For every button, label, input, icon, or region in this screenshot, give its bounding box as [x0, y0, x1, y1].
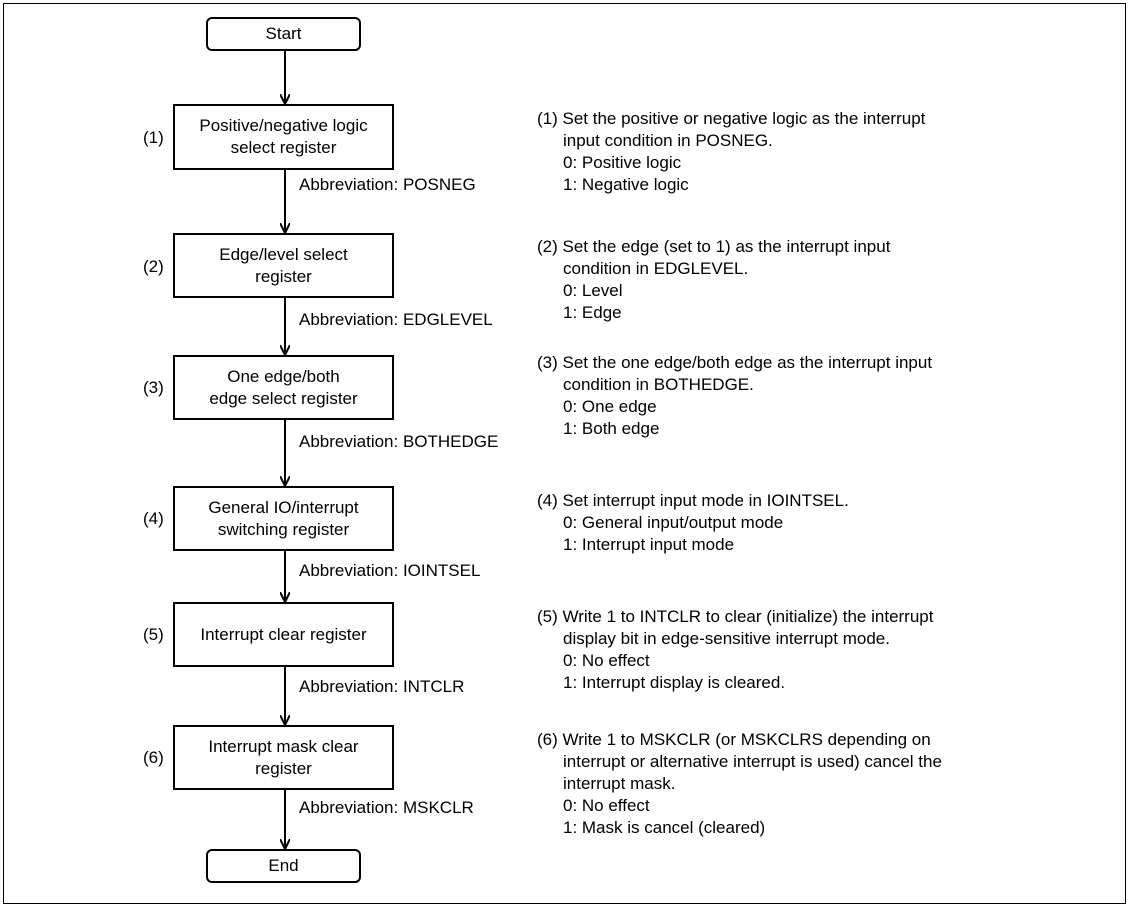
desc-line: 0: Level	[563, 281, 623, 300]
step-box-posneg: Positive/negative logic select register	[173, 104, 394, 170]
desc-line: 0: No effect	[563, 651, 650, 670]
desc-line: display bit in edge-sensitive interrupt …	[563, 629, 890, 648]
step-box-label: General IO/interrupt switching register	[208, 497, 359, 539]
step-abbreviation: Abbreviation: EDGLEVEL	[299, 310, 493, 329]
step-box-edglevel: Edge/level select register	[173, 233, 394, 298]
step-box-label: One edge/both edge select register	[209, 366, 358, 408]
step-description: (3) Set the one edge/both edge as the in…	[537, 352, 932, 440]
step-number: (2)	[143, 257, 164, 276]
step-number: (1)	[143, 128, 164, 147]
desc-line: 0: General input/output mode	[563, 513, 784, 532]
desc-line: input condition in POSNEG.	[563, 131, 773, 150]
step-box-label: Interrupt clear register	[200, 624, 367, 644]
step-abbreviation: Abbreviation: BOTHEDGE	[299, 432, 499, 451]
step-number: (4)	[143, 509, 164, 528]
desc-line: (3) Set the one edge/both edge as the in…	[537, 353, 933, 372]
step-abbreviation: Abbreviation: INTCLR	[299, 677, 465, 696]
desc-line: 0: Positive logic	[563, 153, 682, 172]
desc-line: 0: No effect	[563, 796, 650, 815]
step-box-label: Edge/level select register	[219, 244, 348, 286]
desc-line: 1: Edge	[563, 303, 622, 322]
step-box-label: Positive/negative logic select register	[199, 116, 368, 157]
step-description: (1) Set the positive or negative logic a…	[537, 108, 925, 196]
step-description: (6) Write 1 to MSKCLR (or MSKCLRS depend…	[537, 729, 942, 839]
start-terminal: Start	[206, 17, 361, 51]
step-box-intclr: Interrupt clear register	[173, 602, 394, 667]
step-description: (5) Write 1 to INTCLR to clear (initiali…	[537, 606, 933, 694]
desc-line: (4) Set interrupt input mode in IOINTSEL…	[537, 491, 849, 510]
desc-line: condition in EDGLEVEL.	[563, 259, 749, 278]
desc-line: (6) Write 1 to MSKCLR (or MSKCLRS depend…	[537, 730, 931, 749]
desc-line: (2) Set the edge (set to 1) as the inter…	[537, 237, 891, 256]
desc-line: 1: Interrupt input mode	[563, 535, 735, 554]
step-number: (6)	[143, 748, 164, 767]
step-number: (3)	[143, 378, 164, 397]
step-abbreviation: Abbreviation: IOINTSEL	[299, 561, 481, 580]
desc-line: (5) Write 1 to INTCLR to clear (initiali…	[537, 607, 934, 626]
desc-line: 1: Negative logic	[563, 175, 689, 194]
step-description: (4) Set interrupt input mode in IOINTSEL…	[537, 490, 849, 556]
desc-line: (1) Set the positive or negative logic a…	[537, 109, 926, 128]
step-number: (5)	[143, 625, 164, 644]
desc-line: interrupt or alternative interrupt is us…	[563, 752, 942, 771]
step-description: (2) Set the edge (set to 1) as the inter…	[537, 236, 890, 324]
end-terminal: End	[206, 849, 361, 883]
desc-line: 0: One edge	[563, 397, 657, 416]
desc-line: 1: Interrupt display is cleared.	[563, 673, 786, 692]
diagram-frame	[3, 3, 1126, 904]
step-abbreviation: Abbreviation: MSKCLR	[299, 798, 474, 817]
desc-line: interrupt mask.	[563, 774, 676, 793]
step-box-mskclr: Interrupt mask clear register	[173, 725, 394, 790]
desc-line: condition in BOTHEDGE.	[563, 375, 754, 394]
desc-line: 1: Mask is cancel (cleared)	[563, 818, 766, 837]
step-abbreviation: Abbreviation: POSNEG	[299, 175, 476, 194]
step-box-label: Interrupt mask clear register	[208, 736, 359, 778]
step-box-iointsel: General IO/interrupt switching register	[173, 486, 394, 551]
desc-line: 1: Both edge	[563, 419, 660, 438]
step-box-bothedge: One edge/both edge select register	[173, 355, 394, 420]
